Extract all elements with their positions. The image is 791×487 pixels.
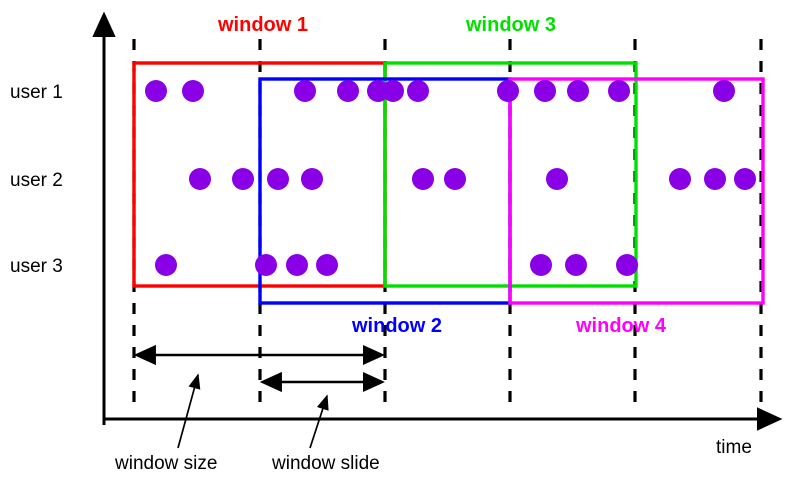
window-slide-label: window slide bbox=[272, 453, 380, 474]
event-dot bbox=[267, 168, 289, 190]
window-size-label: window size bbox=[115, 453, 218, 474]
event-dot bbox=[497, 80, 519, 102]
event-dot bbox=[444, 168, 466, 190]
x-axis-label: time bbox=[716, 437, 752, 458]
event-dot bbox=[286, 254, 308, 276]
event-dot bbox=[301, 168, 323, 190]
window-4-label: window 4 bbox=[576, 315, 666, 337]
event-dot bbox=[255, 254, 277, 276]
event-dot bbox=[232, 168, 254, 190]
event-dot bbox=[412, 168, 434, 190]
event-dot bbox=[145, 80, 167, 102]
event-dot bbox=[534, 80, 556, 102]
window-size-leader bbox=[177, 373, 201, 449]
event-dot bbox=[530, 254, 552, 276]
event-dot bbox=[294, 80, 316, 102]
event-dot bbox=[189, 168, 211, 190]
event-dot bbox=[704, 168, 726, 190]
event-dot bbox=[567, 80, 589, 102]
event-dot bbox=[155, 254, 177, 276]
window-2-label: window 2 bbox=[352, 315, 442, 337]
window-3-label: window 3 bbox=[466, 14, 556, 36]
event-dots-user-2 bbox=[189, 168, 756, 190]
event-dots-user-1 bbox=[145, 80, 735, 102]
event-dot bbox=[382, 80, 404, 102]
event-dot bbox=[669, 168, 691, 190]
event-dot bbox=[316, 254, 338, 276]
row-label-user-3: user 3 bbox=[10, 256, 63, 277]
event-dot bbox=[734, 168, 756, 190]
event-dot bbox=[182, 80, 204, 102]
window-4-box bbox=[508, 77, 765, 305]
row-label-user-2: user 2 bbox=[10, 170, 63, 191]
event-dot bbox=[608, 80, 630, 102]
row-label-user-1: user 1 bbox=[10, 82, 63, 103]
window-slide-leader bbox=[309, 394, 329, 449]
event-dot bbox=[337, 80, 359, 102]
event-dot bbox=[407, 80, 429, 102]
event-dot bbox=[546, 168, 568, 190]
event-dot bbox=[713, 80, 735, 102]
window-1-label: window 1 bbox=[218, 14, 308, 36]
event-dot bbox=[616, 254, 638, 276]
event-dot bbox=[565, 254, 587, 276]
event-dots-user-3 bbox=[155, 254, 638, 276]
